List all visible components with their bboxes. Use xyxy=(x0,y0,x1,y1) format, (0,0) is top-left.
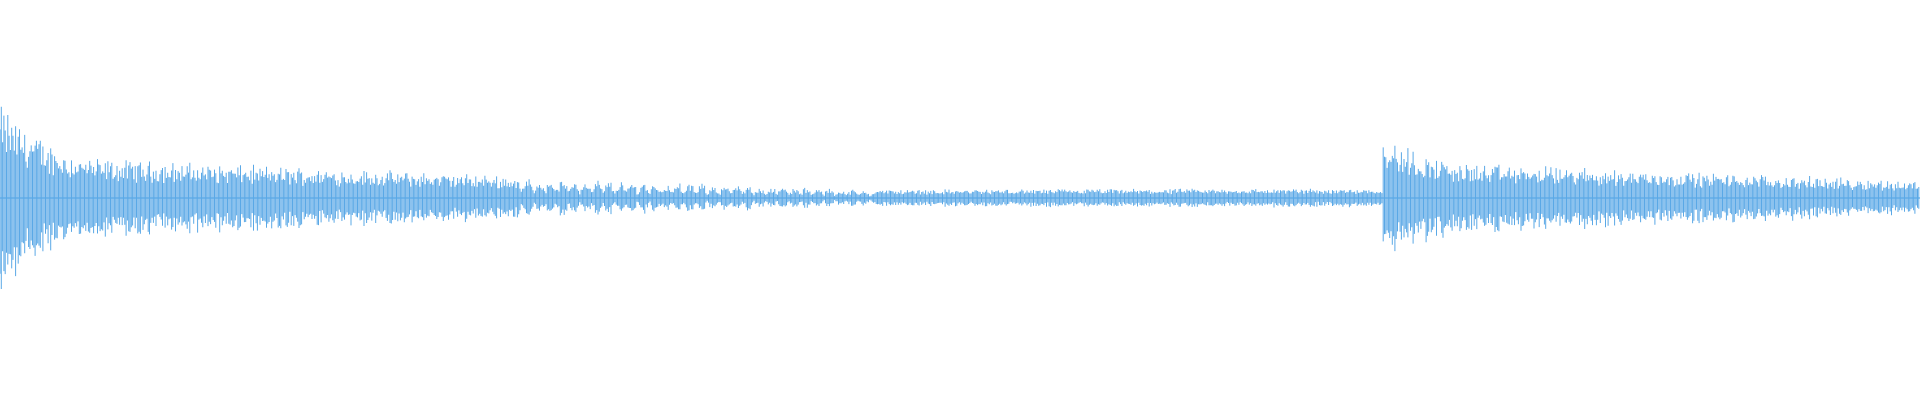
audio-waveform xyxy=(0,106,1920,289)
